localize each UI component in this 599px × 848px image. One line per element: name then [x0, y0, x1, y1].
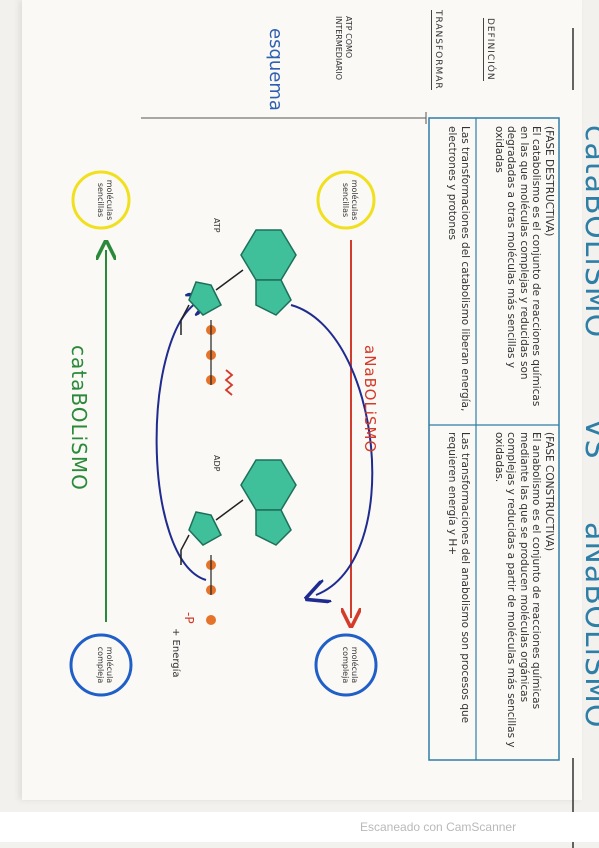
circle-complex-top — [314, 633, 378, 697]
label-simple-bottom: moléculas sencillas — [96, 179, 114, 221]
scanned-page: cataBOLiSMO VS aNaBOLiSMO DEFINICIÓN TRA… — [22, 0, 599, 848]
cycle-arc-top — [290, 304, 374, 595]
rotated-content: cataBOLiSMO VS aNaBOLiSMO DEFINICIÓN TRA… — [22, 0, 599, 848]
scanner-footer: Escaneado con CamScanner — [0, 812, 599, 842]
table-frame — [428, 117, 560, 761]
circle-simple-top — [316, 170, 376, 230]
label-catabolismo-arrow: cataBOLiSMO — [67, 345, 91, 491]
atp-molecule — [180, 229, 297, 396]
label-anabolismo-arrow: aNaBOLiSMO — [361, 345, 379, 454]
free-phosphate — [206, 615, 216, 625]
label-atp: ATP — [212, 218, 221, 233]
label-adp: ADP — [212, 455, 221, 472]
label-complex-bottom: molécula compleja — [96, 646, 114, 684]
metabolism-diagram — [69, 170, 378, 697]
label-simple-top: moléculas sencillas — [341, 179, 359, 221]
circle-simple-bottom — [71, 170, 131, 230]
scanner-watermark: Escaneado con CamScanner — [360, 820, 517, 834]
label-energia: + Energía — [170, 628, 181, 678]
layout-lines — [141, 28, 574, 848]
adp-molecule — [180, 459, 297, 625]
energy-bolt-icon — [224, 369, 234, 396]
label-phosphate: -P — [182, 612, 196, 624]
circle-complex-bottom — [69, 633, 133, 697]
label-complex-top: molécula compleja — [341, 646, 359, 684]
